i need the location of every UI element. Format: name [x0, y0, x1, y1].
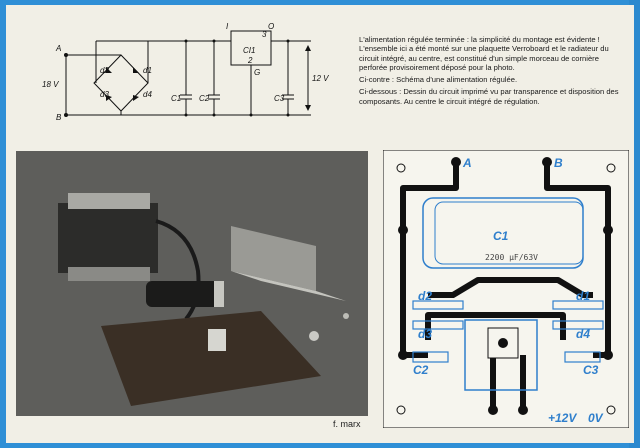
article-paragraph-3: Ci-dessous : Dessin du circuit imprimé v…	[359, 87, 619, 106]
schem-pin-o: O	[268, 22, 274, 31]
schem-d2: d2	[100, 66, 109, 75]
pcb-label-d3: d3	[418, 327, 432, 341]
pcb-label-c3: C3	[583, 363, 599, 377]
magazine-page: A B 18 V d2 d1 d3 d4 C1 C2 C3 CI1 I O 3 …	[6, 5, 634, 443]
schem-c1: C1	[171, 94, 181, 103]
assembly-photo-drawing	[16, 151, 368, 416]
schem-pin-i: I	[226, 22, 229, 31]
regulated-supply-schematic: A B 18 V d2 d1 d3 d4 C1 C2 C3 CI1 I O 3 …	[42, 22, 329, 122]
article-paragraph-1: L'alimentation régulée terminée : la sim…	[359, 35, 609, 72]
pcb-layout: A B C1 d2 d3 d1 d4 C2 C3 +12V 0V 2200 µF…	[383, 150, 629, 428]
pcb-label-c2: C2	[413, 363, 429, 377]
page-edge-strip	[629, 0, 640, 448]
assembly-photo	[16, 151, 368, 416]
schem-ci1: CI1	[243, 46, 255, 55]
pcb-label-d4: d4	[576, 327, 590, 341]
pcb-label-c1: C1	[493, 229, 509, 243]
schem-c2: C2	[199, 94, 210, 103]
pcb-label-plus12v: +12V	[548, 411, 577, 425]
schem-pin-2: 2	[247, 56, 253, 65]
schem-label-a: A	[55, 44, 61, 53]
schem-label-b: B	[56, 113, 62, 122]
article-paragraph-2: Ci-contre : Schéma d'une alimentation ré…	[359, 75, 518, 85]
pcb-label-0v: 0V	[588, 411, 604, 425]
pcb-label-d2: d2	[418, 289, 432, 303]
schem-pin-g: G	[254, 68, 260, 77]
schem-output-voltage: 12 V	[312, 74, 329, 83]
schem-input-voltage: 18 V	[42, 80, 59, 89]
schem-c3: C3	[274, 94, 285, 103]
schem-d3: d3	[100, 90, 109, 99]
article-text: L'alimentation régulée terminée : la sim…	[359, 35, 629, 109]
pcb-label-a: A	[462, 156, 472, 170]
schem-d4: d4	[143, 90, 152, 99]
schem-d1: d1	[143, 66, 152, 75]
pcb-label-b: B	[554, 156, 563, 170]
photo-credit: f. marx	[333, 419, 361, 429]
pcb-label-d1: d1	[576, 289, 590, 303]
schem-pin-3: 3	[262, 30, 267, 39]
pcb-c1-value: 2200 µF/63V	[485, 253, 538, 262]
